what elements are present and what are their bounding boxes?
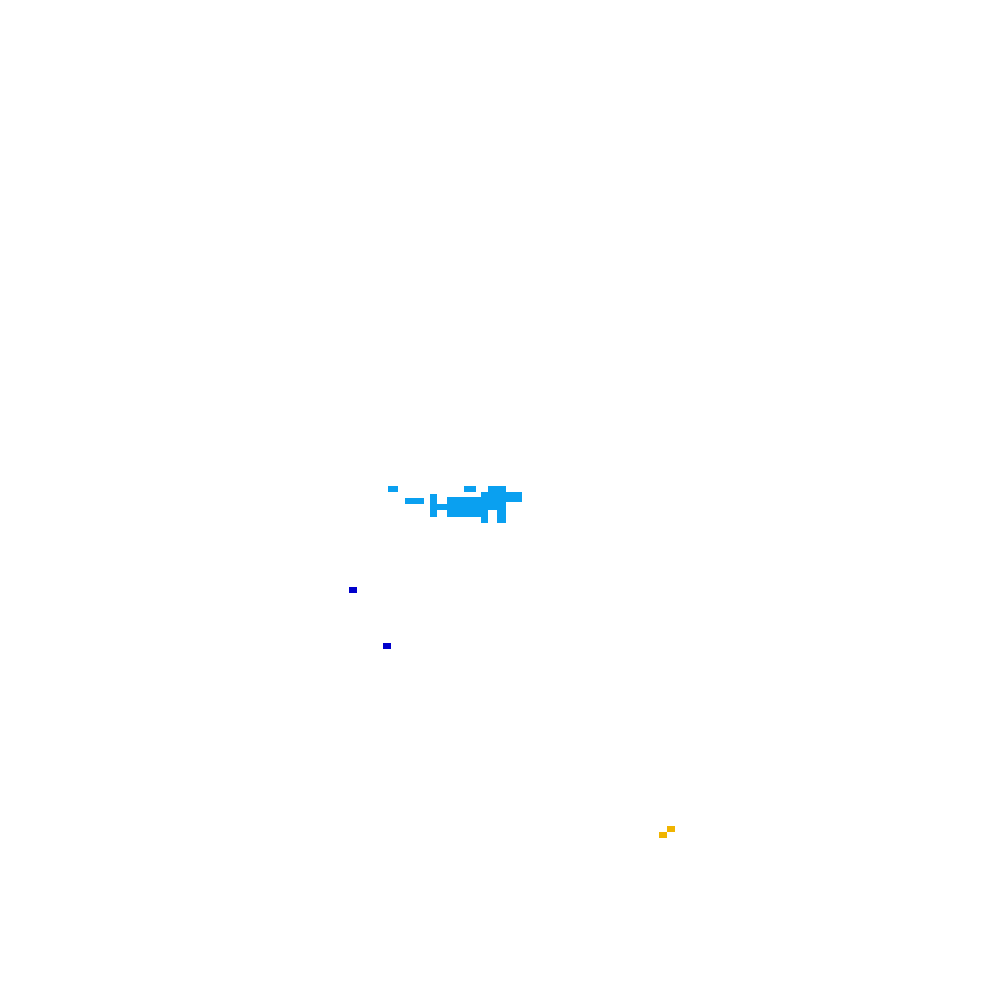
- cyan-pixel: [447, 497, 487, 517]
- cyan-pixel: [388, 486, 398, 492]
- cyan-pixel: [481, 510, 488, 523]
- cyan-pixel: [506, 492, 522, 502]
- cyan-pixel: [405, 498, 424, 504]
- cyan-pixel: [430, 494, 437, 517]
- blue-dot: [383, 643, 391, 649]
- cyan-pixel: [464, 486, 476, 492]
- blue-dot: [349, 587, 357, 593]
- yellow-pixel: [659, 832, 667, 838]
- cyan-pixel: [488, 486, 506, 492]
- cyan-pixel: [481, 492, 506, 510]
- yellow-pixel: [667, 826, 675, 832]
- cyan-pixel: [437, 504, 449, 510]
- cyan-pixel: [497, 510, 506, 523]
